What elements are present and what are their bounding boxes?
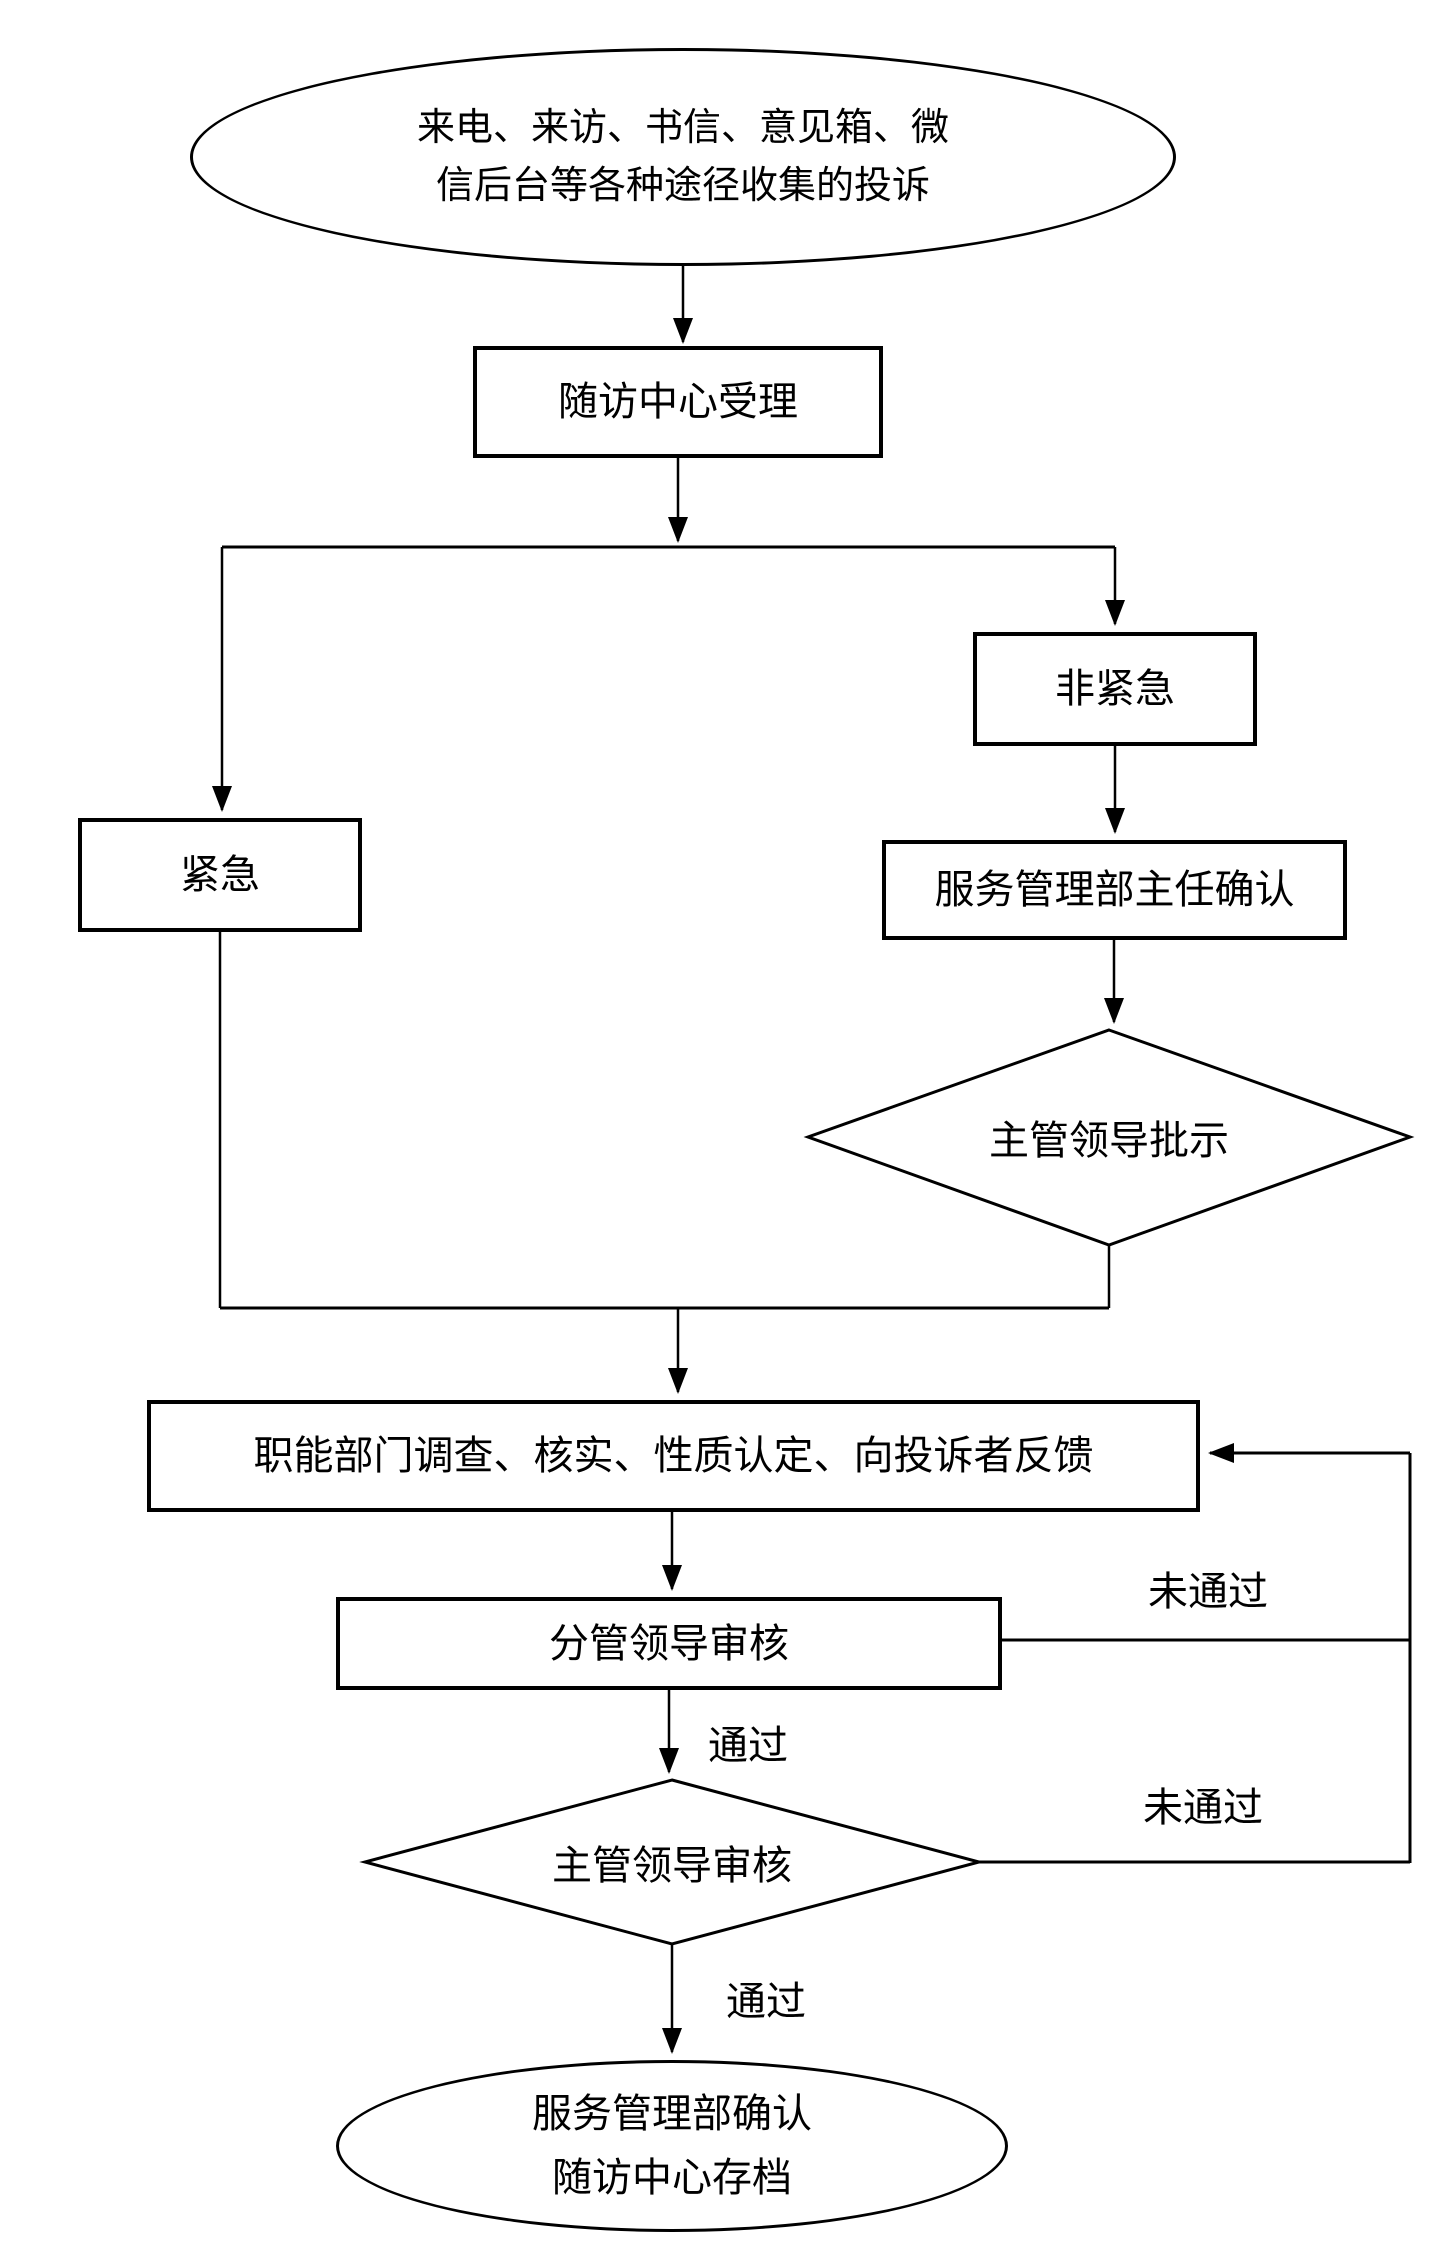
deputy-leader-review-box: 分管领导审核	[336, 1597, 1002, 1690]
source-line1: 来电、来访、书信、意见箱、微	[416, 107, 949, 149]
non-urgent-box: 非紧急	[973, 632, 1257, 746]
urgent-box: 紧急	[78, 818, 362, 932]
leader-instruction-diamond: 主管领导批示	[859, 1087, 1359, 1187]
fail1-label: 未通过	[1133, 1562, 1283, 1614]
dept-director-confirm-box: 服务管理部主任确认	[882, 840, 1347, 940]
chief-leader-review-diamond: 主管领导审核	[422, 1812, 922, 1912]
pass1-label: 通过	[688, 1716, 808, 1768]
leader-instruction-label: 主管领导批示	[989, 1118, 1229, 1163]
fail2-label: 未通过	[1128, 1778, 1278, 1830]
accept-label: 随访中心受理	[558, 379, 798, 424]
chief-leader-review-label: 主管领导审核	[552, 1843, 792, 1888]
archive-line1: 服务管理部确认	[532, 2091, 812, 2136]
accept-box: 随访中心受理	[473, 346, 883, 458]
non-urgent-label: 非紧急	[1055, 666, 1175, 711]
deputy-leader-review-label: 分管领导审核	[549, 1620, 789, 1666]
source-ellipse: 来电、来访、书信、意见箱、微 信后台等各种途径收集的投诉	[190, 48, 1176, 266]
archive-line2: 随访中心存档	[552, 2155, 792, 2200]
urgent-label: 紧急	[180, 852, 260, 897]
pass2-label: 通过	[706, 1972, 826, 2024]
dept-director-confirm-label: 服务管理部主任确认	[934, 867, 1295, 912]
archive-ellipse: 服务管理部确认 随访中心存档	[336, 2060, 1008, 2232]
investigate-box: 职能部门调查、核实、性质认定、向投诉者反馈	[147, 1400, 1200, 1512]
investigate-label: 职能部门调查、核实、性质认定、向投诉者反馈	[253, 1433, 1094, 1478]
source-line2: 信后台等各种途径收集的投诉	[435, 165, 930, 207]
